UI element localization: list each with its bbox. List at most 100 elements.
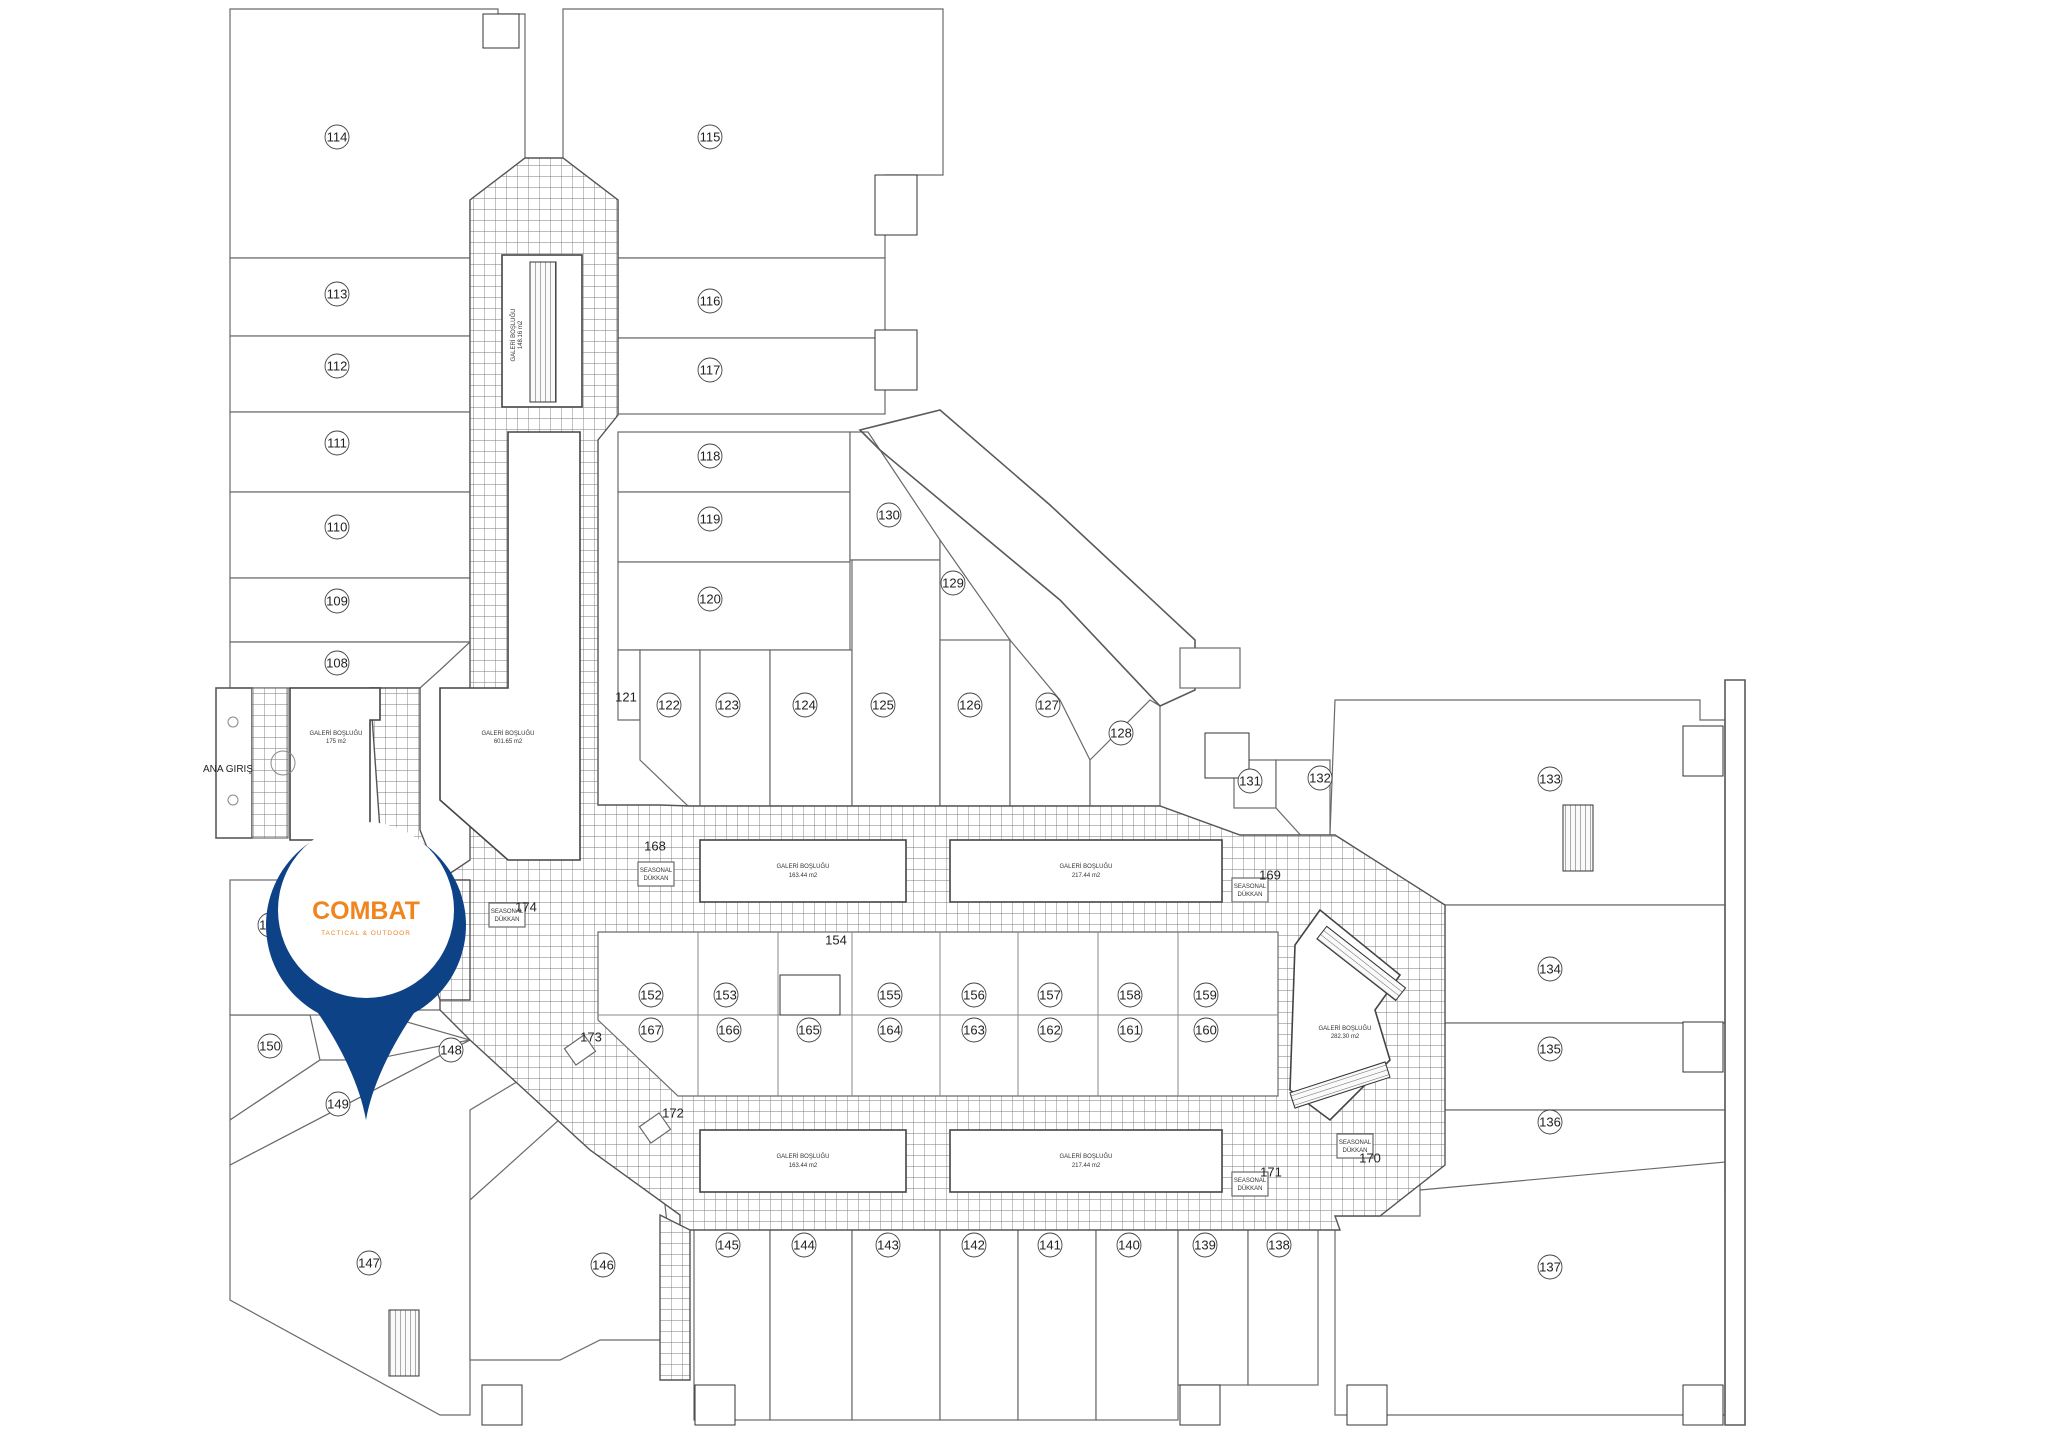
unit-137[interactable]: 137 — [1537, 1254, 1563, 1280]
unit-129[interactable]: 129 — [940, 570, 966, 596]
unit-144[interactable]: 144 — [791, 1232, 817, 1258]
shop-128[interactable] — [1089, 699, 1161, 807]
unit-122[interactable]: 122 — [656, 692, 682, 718]
unit-130[interactable]: 130 — [876, 502, 902, 528]
shop-119[interactable] — [617, 491, 851, 563]
unit-number: 123 — [717, 698, 739, 713]
unit-156[interactable]: 156 — [961, 982, 987, 1008]
unit-147[interactable]: 147 — [356, 1250, 382, 1276]
unit-124[interactable]: 124 — [792, 692, 818, 718]
shop-135[interactable] — [1444, 1022, 1726, 1111]
unit-143[interactable]: 143 — [875, 1232, 901, 1258]
unit-149[interactable]: 149 — [325, 1091, 351, 1117]
unit-112[interactable]: 112 — [324, 353, 350, 379]
unit-168[interactable]: 168 — [644, 839, 666, 854]
unit-142[interactable]: 142 — [961, 1232, 987, 1258]
shop-117[interactable] — [617, 337, 886, 415]
unit-157[interactable]: 157 — [1037, 982, 1063, 1008]
unit-136[interactable]: 136 — [1537, 1109, 1563, 1135]
unit-110[interactable]: 110 — [324, 514, 350, 540]
unit-125[interactable]: 125 — [870, 692, 896, 718]
unit-159[interactable]: 159 — [1193, 982, 1219, 1008]
shop-122[interactable] — [639, 649, 701, 807]
unit-169[interactable]: 169 — [1259, 868, 1281, 883]
unit-badge-circle — [875, 1232, 901, 1258]
unit-128[interactable]: 128 — [1108, 720, 1134, 746]
unit-150[interactable]: 150 — [257, 1033, 283, 1059]
kiosk-169-line1: SEASONAL — [1234, 884, 1267, 890]
gallery-area-south-2: 217.44 m2 — [1072, 1163, 1101, 1169]
shop-112[interactable] — [229, 335, 471, 413]
unit-123[interactable]: 123 — [715, 692, 741, 718]
unit-116[interactable]: 116 — [697, 288, 723, 314]
location-pin[interactable]: COMBAT TACTICAL & OUTDOOR — [265, 822, 466, 1120]
shop-126[interactable] — [939, 639, 1011, 807]
unit-170[interactable]: 170 — [1359, 1151, 1381, 1166]
unit-badge-circle — [1537, 1036, 1563, 1062]
unit-148[interactable]: 148 — [438, 1037, 464, 1063]
unit-134[interactable]: 134 — [1537, 956, 1563, 982]
shop-108[interactable] — [229, 641, 472, 689]
unit-number: 133 — [1539, 772, 1561, 787]
unit-167[interactable]: 167 — [638, 1017, 664, 1043]
unit-153[interactable]: 153 — [713, 982, 739, 1008]
unit-158[interactable]: 158 — [1117, 982, 1143, 1008]
shop-110[interactable] — [229, 491, 471, 579]
shop-111[interactable] — [229, 411, 471, 493]
unit-165[interactable]: 165 — [796, 1017, 822, 1043]
unit-108[interactable]: 108 — [324, 650, 350, 676]
unit-135[interactable]: 135 — [1537, 1036, 1563, 1062]
unit-172[interactable]: 172 — [662, 1106, 684, 1121]
unit-number: 153 — [715, 988, 737, 1003]
unit-152[interactable]: 152 — [638, 982, 664, 1008]
unit-131[interactable]: 131 — [1237, 768, 1263, 794]
unit-badge-circle — [1537, 956, 1563, 982]
unit-164[interactable]: 164 — [877, 1017, 903, 1043]
shop-121[interactable] — [617, 649, 641, 721]
gallery-area-entrance: 175 m2 — [326, 739, 347, 745]
unit-114[interactable]: 114 — [324, 124, 350, 150]
shop-134[interactable] — [1444, 904, 1726, 1024]
shop-118[interactable] — [617, 431, 851, 493]
unit-109[interactable]: 109 — [324, 588, 350, 614]
shop-120[interactable] — [617, 561, 851, 651]
unit-113[interactable]: 113 — [324, 281, 350, 307]
unit-118[interactable]: 118 — [697, 443, 723, 469]
shop-116[interactable] — [617, 257, 886, 339]
unit-132[interactable]: 132 — [1307, 765, 1333, 791]
unit-140[interactable]: 140 — [1116, 1232, 1142, 1258]
unit-126[interactable]: 126 — [957, 692, 983, 718]
unit-166[interactable]: 166 — [716, 1017, 742, 1043]
unit-174[interactable]: 174 — [515, 900, 537, 915]
shop-125[interactable] — [851, 559, 941, 807]
unit-161[interactable]: 161 — [1117, 1017, 1143, 1043]
unit-133[interactable]: 133 — [1537, 766, 1563, 792]
unit-163[interactable]: 163 — [961, 1017, 987, 1043]
unit-139[interactable]: 139 — [1192, 1232, 1218, 1258]
unit-119[interactable]: 119 — [697, 506, 723, 532]
shop-123[interactable] — [699, 649, 771, 807]
shop-130[interactable] — [849, 431, 941, 561]
unit-160[interactable]: 160 — [1193, 1017, 1219, 1043]
unit-154[interactable]: 154 — [825, 933, 847, 948]
unit-127[interactable]: 127 — [1035, 692, 1061, 718]
unit-117[interactable]: 117 — [697, 357, 723, 383]
unit-121[interactable]: 121 — [615, 690, 637, 705]
shop-124[interactable] — [769, 649, 853, 807]
unit-115[interactable]: 115 — [697, 124, 723, 150]
shop-109[interactable] — [229, 577, 471, 643]
unit-120[interactable]: 120 — [697, 586, 723, 612]
unit-number: 145 — [717, 1238, 739, 1253]
unit-141[interactable]: 141 — [1037, 1232, 1063, 1258]
unit-155[interactable]: 155 — [877, 982, 903, 1008]
shop-127[interactable] — [1009, 638, 1091, 807]
unit-171[interactable]: 171 — [1260, 1165, 1282, 1180]
unit-162[interactable]: 162 — [1037, 1017, 1063, 1043]
unit-146[interactable]: 146 — [590, 1252, 616, 1278]
unit-138[interactable]: 138 — [1266, 1232, 1292, 1258]
unit-173[interactable]: 173 — [580, 1030, 602, 1045]
unit-145[interactable]: 145 — [715, 1232, 741, 1258]
shop-113[interactable] — [229, 257, 471, 337]
unit-111[interactable]: 111 — [324, 430, 350, 456]
unit-badge-circle — [1193, 1017, 1219, 1043]
